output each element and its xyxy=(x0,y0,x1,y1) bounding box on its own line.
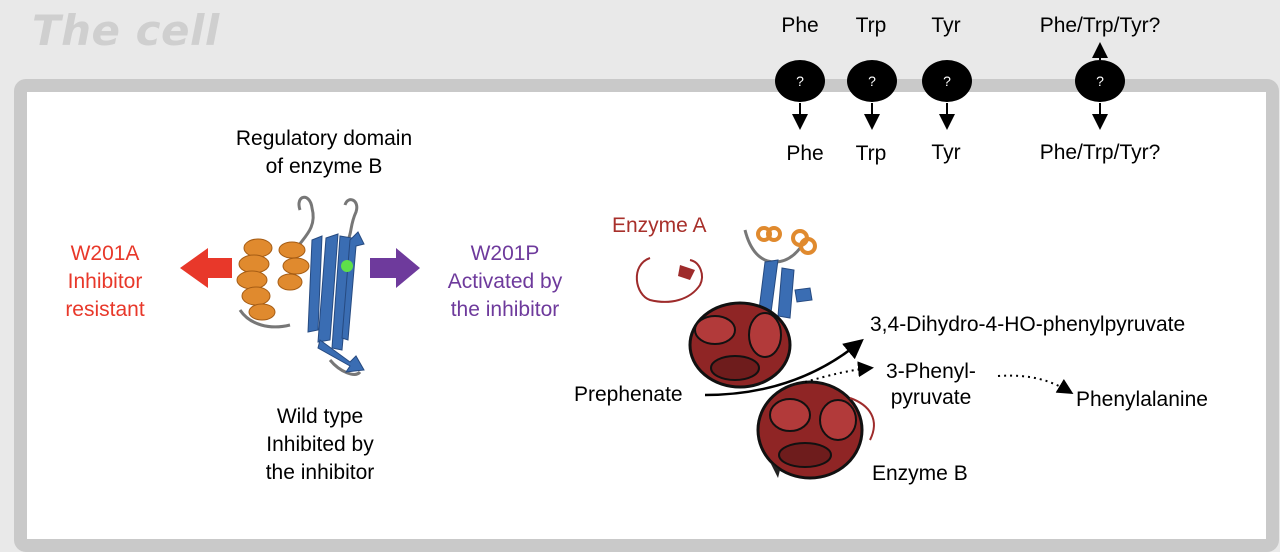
transporter-trp xyxy=(847,60,897,130)
product-phenylpyruvate-line1: 3-Phenyl- xyxy=(886,360,976,383)
left-arrow-w201a xyxy=(180,248,232,288)
transporter-bidirectional xyxy=(1075,42,1125,130)
transporter-tyr xyxy=(922,60,972,130)
w201p-line3: the inhibitor xyxy=(450,298,560,321)
transporter-3-bottom-label: Tyr xyxy=(931,141,961,164)
transporter-2-top-label: Trp xyxy=(855,14,887,37)
cell-title: The cell xyxy=(32,6,220,55)
prephenate-label: Prephenate xyxy=(574,383,683,406)
transporter-2-question: ? xyxy=(868,73,876,89)
w201a-line1: W201A xyxy=(70,242,140,265)
product-phenylpyruvate-line2: pyruvate xyxy=(890,386,972,409)
transporter-4-question: ? xyxy=(1096,73,1104,89)
transporter-1-question: ? xyxy=(796,73,804,89)
transporter-phe xyxy=(775,60,825,130)
regulatory-domain-structure xyxy=(236,195,365,376)
enzyme-b-label: Enzyme B xyxy=(872,462,968,485)
transporter-2-bottom-label: Trp xyxy=(855,142,887,165)
product-dihydro-label: 3,4-Dihydro-4-HO-phenylpyruvate xyxy=(870,313,1186,336)
regulatory-title-line2: of enzyme B xyxy=(265,155,383,178)
enzyme-complex-structure xyxy=(635,226,875,480)
w201a-line3: resistant xyxy=(65,298,145,321)
w201p-line2: Activated by xyxy=(447,270,563,293)
cell-membrane xyxy=(14,79,1279,552)
prephenate-arrow xyxy=(704,338,864,397)
w201p-line1: W201P xyxy=(470,242,540,265)
w201a-line2: Inhibitor xyxy=(67,270,143,293)
transporter-3-top-label: Tyr xyxy=(931,14,961,37)
transporter-1-bottom-label: Phe xyxy=(786,142,824,165)
wild-type-line2: Inhibited by xyxy=(266,433,374,456)
transporter-4-bottom-label: Phe/Trp/Tyr? xyxy=(1039,141,1161,164)
right-arrow-w201p xyxy=(370,248,420,288)
enzyme-a-label: Enzyme A xyxy=(612,214,707,237)
transporter-1-top-label: Phe xyxy=(781,14,819,37)
wild-type-line1: Wild type xyxy=(276,405,364,428)
phenylalanine-label: Phenylalanine xyxy=(1076,388,1208,411)
transporter-3-question: ? xyxy=(943,73,951,89)
regulatory-title-line1: Regulatory domain xyxy=(235,127,413,150)
transporter-4-top-label: Phe/Trp/Tyr? xyxy=(1039,14,1161,37)
dotted-arrow-to-phenylpyruvate xyxy=(804,361,874,383)
dotted-arrow-to-phenylalanine xyxy=(997,374,1074,395)
wild-type-line3: the inhibitor xyxy=(265,461,375,484)
